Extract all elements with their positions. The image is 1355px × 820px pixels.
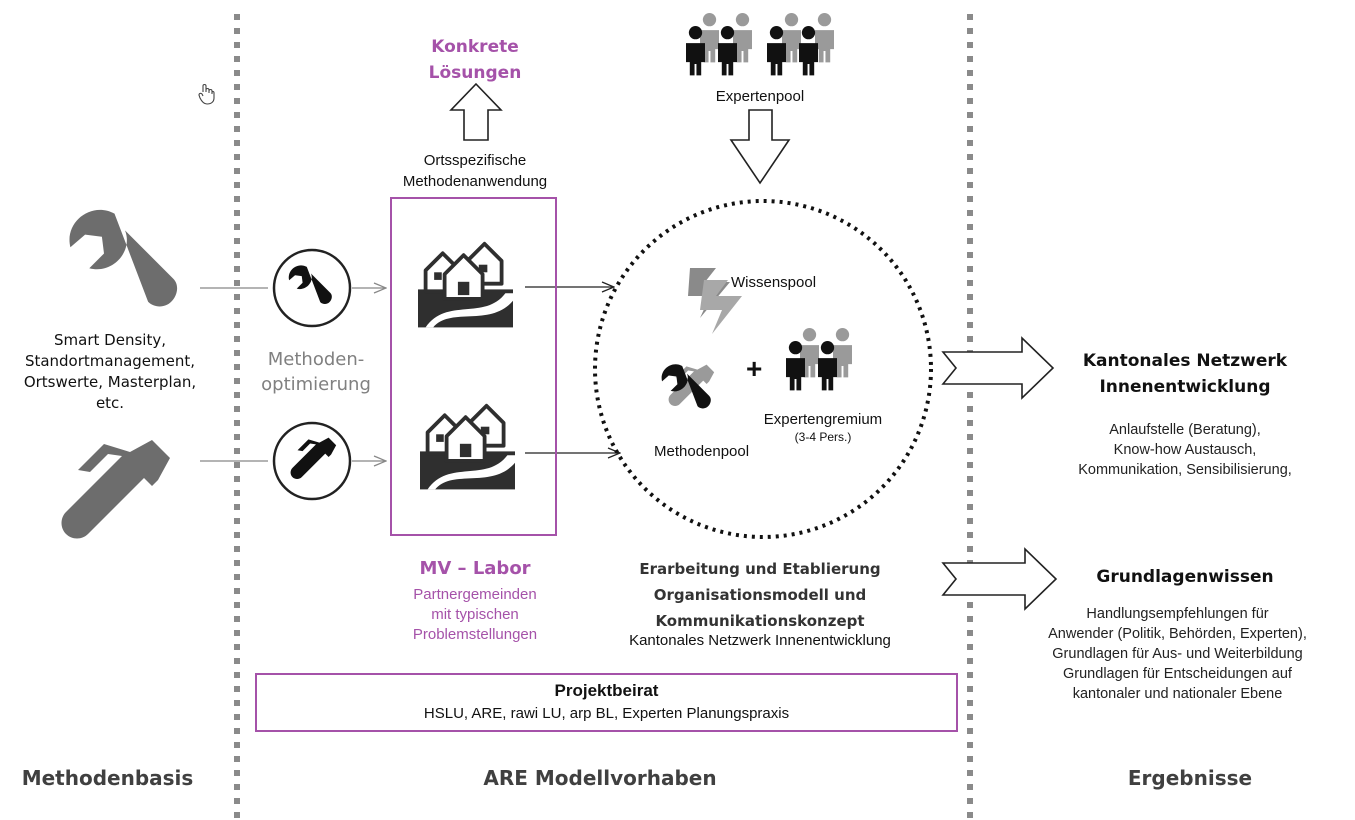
- mv-labor-line: mit typischen: [431, 606, 519, 623]
- expertengremium-size: (3-4 Pers.): [794, 430, 852, 444]
- methodenbasis-item: Standortmanagement,: [24, 352, 196, 370]
- projektbeirat-members: HSLU, ARE, rawi LU, arp BL, Experten Pla…: [423, 705, 790, 722]
- ergebnisse-column-title: Ergebnisse: [1127, 766, 1253, 790]
- methodenbasis-item: Smart Density,: [54, 331, 166, 349]
- erarbeitung-text: Erarbeitung und Etablierung Organisation…: [600, 556, 920, 634]
- erarbeitung-line: Organisationsmodell und: [653, 586, 867, 604]
- hand-cursor-icon: [198, 83, 215, 105]
- erarbeitung-line: Kommunikationskonzept: [655, 612, 865, 630]
- methodenoptimierung-line: Methoden-: [267, 349, 365, 370]
- right-arrow-icon-2: [941, 547, 1058, 611]
- grundlagenwissen-title: Grundlagenwissen: [1096, 567, 1274, 587]
- mv-labor-box: [390, 197, 557, 536]
- projektbeirat-title: Projektbeirat: [554, 681, 659, 700]
- expertenpool-people-icon: [686, 13, 834, 76]
- grundlagen-desc-line: Grundlagen für Aus- und Weiterbildung: [1052, 646, 1303, 662]
- pool-circle: [593, 199, 933, 539]
- wissenspool-label: Wissenspool: [731, 274, 817, 291]
- grundlagen-desc-line: kantonaler und nationaler Ebene: [1072, 686, 1283, 702]
- ortsspezifisch-line: Ortsspezifische: [423, 152, 527, 169]
- konkrete-line: Lösungen: [428, 63, 522, 83]
- down-arrow-icon: [729, 109, 791, 185]
- netzwerk-result-description: Anlaufstelle (Beratung), Know-how Austau…: [1040, 420, 1330, 480]
- right-arrow-icon-1: [941, 336, 1055, 400]
- ortsspezifisch-label: Ortsspezifische Methodenanwendung: [375, 150, 575, 192]
- mv-labor-line: Problemstellungen: [412, 626, 538, 643]
- mv-labor-line: Partnergemeinden: [413, 586, 537, 603]
- expertengremium-title: Expertengremium: [763, 411, 883, 428]
- grundlagen-desc-line: Grundlagen für Entscheidungen auf: [1063, 666, 1292, 682]
- erarbeitung-line: Erarbeitung und Etablierung: [639, 560, 881, 578]
- konkrete-line: Konkrete: [431, 37, 519, 57]
- netzwerk-desc-line: Anlaufstelle (Beratung),: [1109, 422, 1261, 438]
- methodenbasis-list: Smart Density, Standortmanagement, Ortsw…: [0, 330, 220, 414]
- netzwerk-title-line: Innenentwicklung: [1099, 377, 1271, 397]
- grundlagen-desc-line: Handlungsempfehlungen für: [1086, 606, 1269, 622]
- expertengremium-label: Expertengremium (3-4 Pers.): [748, 411, 898, 444]
- grundlagenwissen-description: Handlungsempfehlungen für Anwender (Poli…: [1000, 604, 1355, 704]
- projektbeirat-box: [255, 673, 958, 732]
- lightning-icon: [688, 268, 742, 334]
- methodenbasis-item: Ortswerte, Masterplan,: [23, 373, 197, 391]
- methodenbasis-item: etc.: [95, 394, 125, 412]
- are-modellvorhaben-column-title: ARE Modellvorhaben: [483, 766, 717, 790]
- wrench-circle: [272, 248, 352, 328]
- ortsspezifisch-line: Methodenanwendung: [402, 173, 548, 190]
- hammer-large-icon: [61, 440, 170, 539]
- wrench-large-icon: [69, 209, 178, 307]
- netzwerk-line: Kantonales Netzwerk Innenentwicklung: [629, 632, 891, 649]
- netzwerk-desc-line: Know-how Austausch,: [1113, 442, 1257, 458]
- konkrete-loesungen-title: Konkrete Lösungen: [400, 34, 550, 86]
- plus-sign: +: [746, 353, 763, 384]
- methodenoptimierung-line: optimierung: [261, 374, 371, 395]
- methodenbasis-column-title: Methodenbasis: [21, 766, 194, 790]
- netzwerk-desc-line: Kommunikation, Sensibilisierung,: [1078, 462, 1292, 478]
- netzwerk-title-line: Kantonales Netzwerk: [1082, 351, 1288, 371]
- methodenoptimierung-label: Methoden- optimierung: [248, 347, 384, 397]
- methodenpool-label: Methodenpool: [654, 443, 750, 460]
- mv-labor-title: MV – Labor: [419, 558, 531, 579]
- expertenpool-label: Expertenpool: [715, 88, 805, 105]
- mv-labor-description: Partnergemeinden mit typischen Problemst…: [380, 585, 570, 645]
- grundlagen-desc-line: Anwender (Politik, Behörden, Experten),: [1048, 626, 1307, 642]
- netzwerk-result-title: Kantonales Netzwerk Innenentwicklung: [1055, 348, 1315, 400]
- up-arrow-icon: [449, 82, 503, 141]
- expertengremium-people-icon: [786, 328, 852, 391]
